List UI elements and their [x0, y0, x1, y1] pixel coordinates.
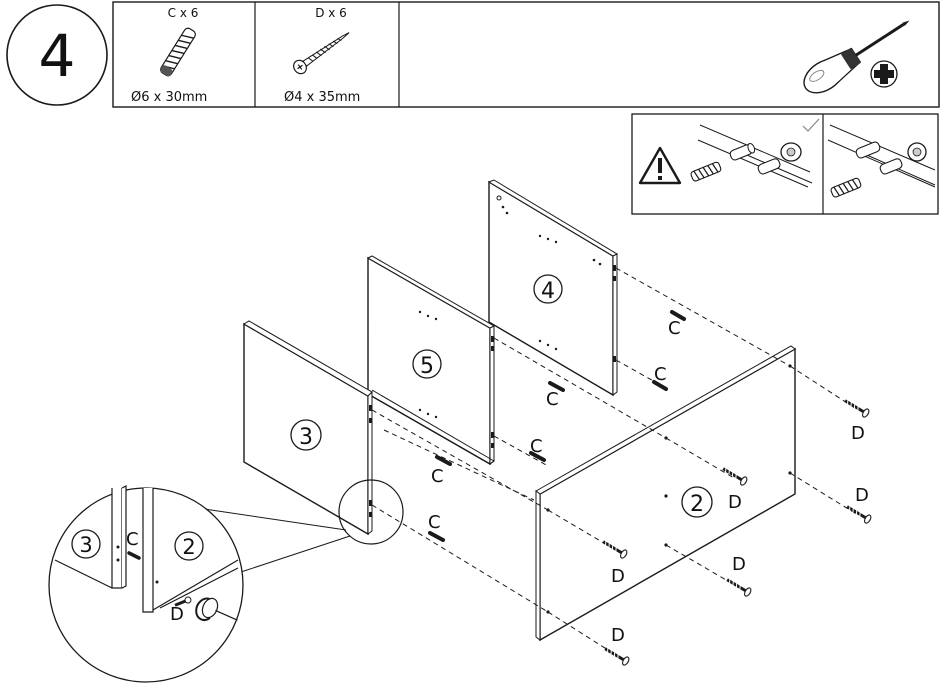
dowel-label-c6: C [428, 512, 441, 533]
screws [602, 399, 872, 666]
screw-label-d1: D [851, 423, 865, 444]
alignment-lines [371, 267, 859, 656]
dowels [428, 310, 686, 542]
detail-dowel-label: C [126, 529, 139, 550]
edge-holes [369, 265, 616, 517]
dowel-label-c4: C [530, 436, 543, 457]
panel-5-label: 5 [420, 354, 434, 379]
detail-screwdriver [195, 597, 238, 621]
dowel-label-c3: C [546, 389, 559, 410]
phillips-screwdriver-icon [803, 20, 910, 94]
part-d-dimension: Ø4 x 35mm [284, 90, 360, 105]
screw-label-d3: D [728, 492, 742, 513]
screw-label-d5: D [611, 566, 625, 587]
detail-panels [54, 485, 239, 613]
panel-2: 2 [535, 345, 796, 642]
screw-labels: D D D D D D [611, 423, 869, 646]
dowel-label-c1: C [668, 318, 681, 339]
checkmark-icon [802, 118, 820, 132]
step-number-badge: 4 [6, 4, 108, 106]
correct-dowel-placement [690, 118, 820, 188]
panel-3-label: 3 [299, 425, 313, 450]
detail-callout: 3 2 C D [48, 479, 404, 683]
part-c-quantity: C x 6 [168, 6, 199, 20]
panel-2-label: 2 [690, 492, 704, 517]
panel-3: 3 [243, 320, 373, 536]
part-d-cell: D x 6 Ø4 x 35mm [284, 6, 360, 105]
parts-box [112, 1, 940, 108]
screw-label-d6: D [611, 625, 625, 646]
detail-screw-label: D [170, 604, 184, 625]
part-c-cell: C x 6 Ø6 x 30mm [131, 6, 207, 105]
screw-icon [293, 32, 350, 75]
panel-5: 5 [366, 255, 496, 466]
part-c-dimension: Ø6 x 30mm [131, 90, 207, 105]
screw-label-d4: D [732, 554, 746, 575]
panel-4: 4 [487, 179, 619, 397]
screw-label-d2: D [855, 485, 869, 506]
step-number: 4 [39, 22, 76, 90]
warning-triangle-icon [638, 146, 682, 185]
detail-panel-right-label: 2 [182, 535, 195, 559]
incorrect-dowel-placement [827, 124, 936, 198]
warning-box [631, 113, 939, 215]
dowel-labels: C C C C C C [428, 318, 681, 533]
dowel-label-c5: C [431, 466, 444, 487]
panel-4-label: 4 [541, 279, 555, 304]
dowel-label-c2: C [654, 364, 667, 385]
dowel-icon [160, 27, 196, 77]
part-d-quantity: D x 6 [315, 6, 347, 20]
detail-panel-left-label: 3 [79, 533, 92, 557]
